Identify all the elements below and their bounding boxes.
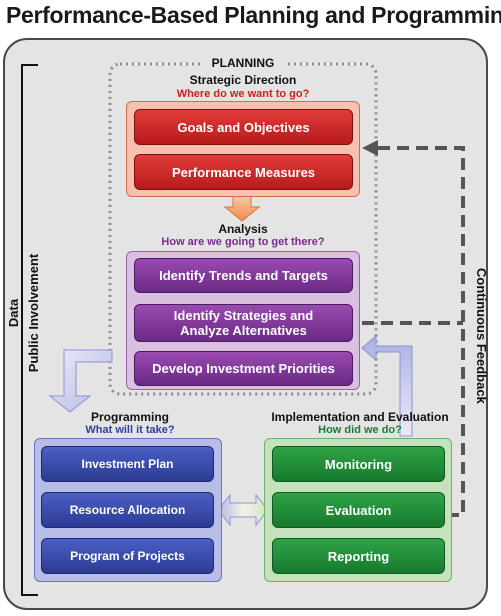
programming-heading: Programming [90, 410, 169, 424]
data-bracket [21, 64, 38, 596]
implementation-to-planning-arrow [361, 334, 413, 437]
strategic-direction-heading: Strategic Direction [189, 73, 297, 87]
goals-and-objectives-box[interactable]: Goals and Objectives [134, 109, 353, 145]
planning-dotted-border [108, 62, 378, 396]
evaluation-box[interactable]: Evaluation [272, 492, 445, 528]
analysis-question: How are we going to get there? [161, 236, 325, 248]
program-of-projects-box[interactable]: Program of Projects [41, 538, 214, 574]
data-side-label: Data [6, 298, 21, 328]
analysis-down-arrow [223, 195, 261, 222]
reporting-box[interactable]: Reporting [272, 538, 445, 574]
feedback-dashed-line-2 [376, 146, 465, 517]
implementation-heading: Implementation and Evaluation [271, 410, 449, 424]
develop-investment-priorities-box[interactable]: Develop Investment Priorities [134, 351, 353, 386]
feedback-arrow-head [362, 140, 378, 156]
monitoring-box[interactable]: Monitoring [272, 446, 445, 482]
investment-plan-box[interactable]: Investment Plan [41, 446, 214, 482]
identify-strategies-line-2: Analyze Alternatives [180, 323, 307, 338]
page-title: Performance-Based Planning and Programmi… [6, 2, 501, 28]
continuous-feedback-label: Continuous Feedback [474, 268, 489, 404]
resource-allocation-box[interactable]: Resource Allocation [41, 492, 214, 528]
performance-measures-box[interactable]: Performance Measures [134, 154, 353, 190]
identify-strategies-line-1: Identify Strategies and [173, 308, 314, 323]
identify-strategies-box[interactable]: Identify Strategies and Analyze Alternat… [134, 304, 353, 342]
public-involvement-side-label: Public Involvement [26, 253, 41, 373]
analysis-heading: Analysis [218, 222, 268, 236]
strategic-direction-question: Where do we want to go? [176, 88, 310, 100]
planning-label: PLANNING [200, 56, 286, 70]
programming-question: What will it take? [85, 424, 175, 436]
planning-to-programming-arrow [48, 349, 113, 413]
identify-trends-box[interactable]: Identify Trends and Targets [134, 258, 353, 293]
implementation-question: How did we do? [318, 424, 402, 436]
exchange-double-arrow [217, 493, 269, 527]
